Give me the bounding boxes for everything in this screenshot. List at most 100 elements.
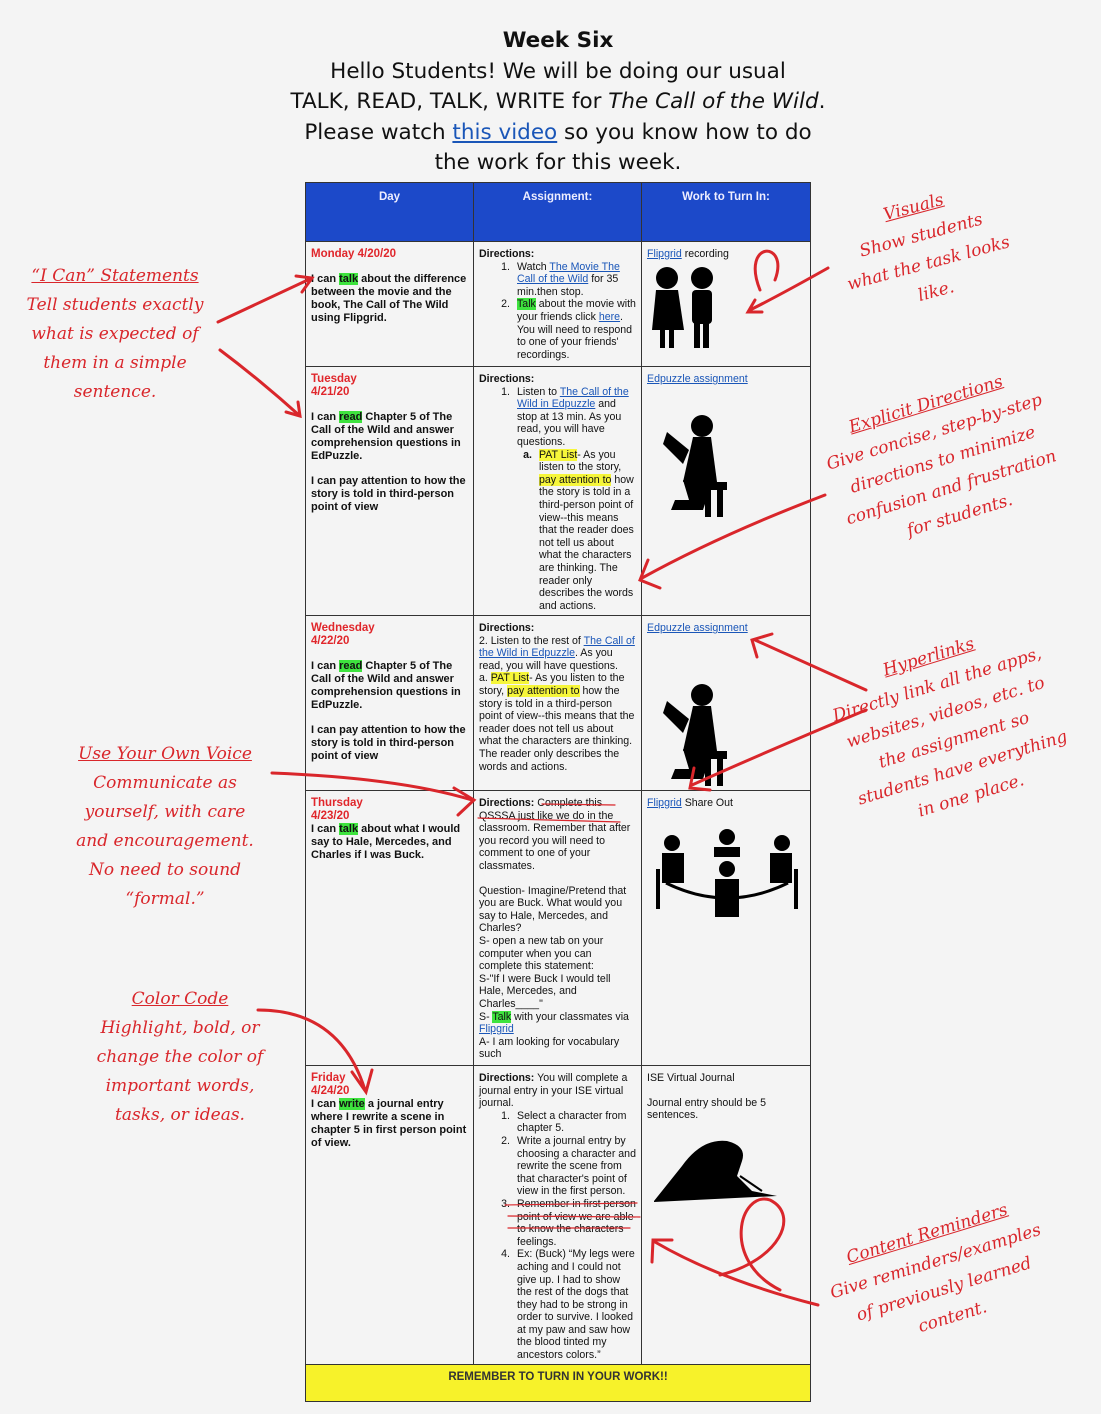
text: Complete this QSSSA just like we do in t… [479,797,631,872]
link[interactable]: Edpuzzle assignment [647,373,748,385]
highlighted-text: Talk [517,298,536,311]
text: Chapter 5 of The Call of the Wild and an… [311,660,461,711]
annotation-line: important words, [105,1076,255,1096]
list-number: a. [523,448,532,461]
paragraph: 2. Listen to the rest of The Call of the… [479,635,636,673]
intro-line: Hello Students! We will be doing our usu… [330,58,786,84]
list-text: Write a journal entry by choosing a char… [517,1135,636,1198]
paragraph: Edpuzzle assignment [647,622,805,635]
text: - As you listen to the story, [479,672,625,697]
text: about the difference between the movie a… [311,273,467,324]
paragraph: a. PAT List- As you listen to the story,… [479,672,636,773]
highlighted-text: talk [339,823,359,835]
text: - As you listen to the story, [539,448,622,474]
paragraph: S- open a new tab on your computer when … [479,935,636,973]
reading-girl-silhouette-icon [657,412,732,526]
list-text: PAT List- As you listen to the story, pa… [539,448,636,613]
list-text: Listen to The Call of the Wild in Edpuzz… [517,386,636,449]
link[interactable]: The Movie The Call of the Wild [517,260,620,286]
paragraph: ISE Virtual Journal [647,1072,805,1085]
text: I can [311,1098,340,1110]
list-number: 1. [501,1109,510,1122]
link[interactable]: Edpuzzle assignment [647,622,748,634]
text: Share Out [681,797,733,809]
paragraph: Directions: You will complete a journal … [479,1072,636,1110]
link[interactable]: here [598,310,621,323]
text: Watch [517,260,550,273]
list-item: 1.Watch The Movie The Call of the Wild f… [479,261,636,299]
annotation-title: Use Your Own Voice [78,744,252,764]
link[interactable]: Flipgrid [479,1023,514,1036]
annotation-line: No need to sound [88,860,242,880]
intro-line: TALK, READ, TALK, WRITE for The Call of … [250,87,866,118]
highlighted-text: pay attention to [507,684,580,697]
turn-in-reminder: REMEMBER TO TURN IN YOUR WORK!! [306,1364,810,1401]
paragraph: Flipgrid Share Out [647,797,805,810]
i-can-statement: I can read Chapter 5 of The Call of the … [311,411,468,463]
assignment-cell: Directions:1.Listen to The Call of the W… [474,367,642,615]
paragraph: Flipgrid recording [647,248,805,261]
text: with your classmates via [511,1010,629,1023]
link[interactable]: Flipgrid [647,248,682,260]
list-number: 4. [501,1248,510,1261]
annotation-line: yourself, with care [84,802,246,822]
assignment-cell: Directions: You will complete a journal … [474,1066,642,1364]
list-item: 1.Select a character from chapter 5. [479,1110,636,1135]
text: I can pay attention to how the story is … [311,475,466,513]
text: Chapter 5 of The Call of the Wild and an… [311,411,461,462]
text: I can [311,273,340,285]
text: Write a journal entry by choosing a char… [517,1134,636,1198]
table-row: Tuesday 4/21/20 I can read Chapter 5 of T… [306,366,810,615]
day-date: Tuesday 4/21/20 [311,373,357,398]
weekly-assignment-table: Day Assignment: Work to Turn In: Monday … [305,182,811,1402]
day-date: Friday 4/24/20 [311,1072,350,1097]
header-work: Work to Turn In: [682,191,770,203]
arrow-icon [650,1197,820,1307]
paragraph: Directions: [479,622,636,635]
list-item: 2.Talk about the movie with your friends… [479,298,636,361]
list-item: a. PAT List- As you listen to the story, … [479,448,636,613]
writing-child-silhouette-icon [652,1136,782,1210]
list-number: 2. [501,1134,510,1147]
assignment-cell: Directions:1.Watch The Movie The Call of… [474,242,642,366]
paragraph: S-"If I were Buck I would tell Hale, Mer… [479,973,636,1011]
annotation-line: “formal.” [125,889,205,909]
paragraph: Question- Imagine/Pretend that you are B… [479,885,636,935]
annotation-line: Tell students exactly [26,295,204,315]
link[interactable]: Flipgrid [647,797,682,809]
arrow-icon [745,249,830,314]
text: recording [681,248,729,260]
day-date: Thursday 4/23/20 [311,797,363,822]
intro-line: Please watch this video so you know how … [250,118,866,149]
arrow-icon [638,493,827,590]
i-can-statement: I can talk about what I would say to Hal… [311,823,468,862]
arrow-icon [270,771,477,817]
video-link[interactable]: this video [452,119,558,145]
annotation-title: Color Code [131,989,229,1009]
arrow-icon [750,632,868,692]
highlighted-text: write [339,1098,365,1110]
annotation-line: them in a simple [43,353,187,373]
two-children-silhouette-icon [650,264,720,356]
annotation-line: Communicate as [93,773,237,793]
link[interactable]: The Call of the Wild in Edpuzzle [517,385,629,411]
header-assignment: Assignment: [474,183,642,241]
text: and stop at 13 min. As you read, you wil… [517,398,622,448]
highlighted-text: PAT List [490,672,530,685]
text: Journal entry should be 5 sentences. [647,1096,766,1122]
link[interactable]: The Call of the Wild in Edpuzzle [479,634,635,660]
group-table-silhouette-icon [652,829,802,923]
i-can-statement: I can write a journal entry where I rewr… [311,1098,468,1150]
page-heading: Week Six Hello Students! We will be doin… [250,26,866,179]
intro-line: the work for this week. [434,150,682,175]
list-item: 1.Listen to The Call of the Wild in Edpu… [479,386,636,449]
book-title: The Call of the Wild [608,89,819,114]
